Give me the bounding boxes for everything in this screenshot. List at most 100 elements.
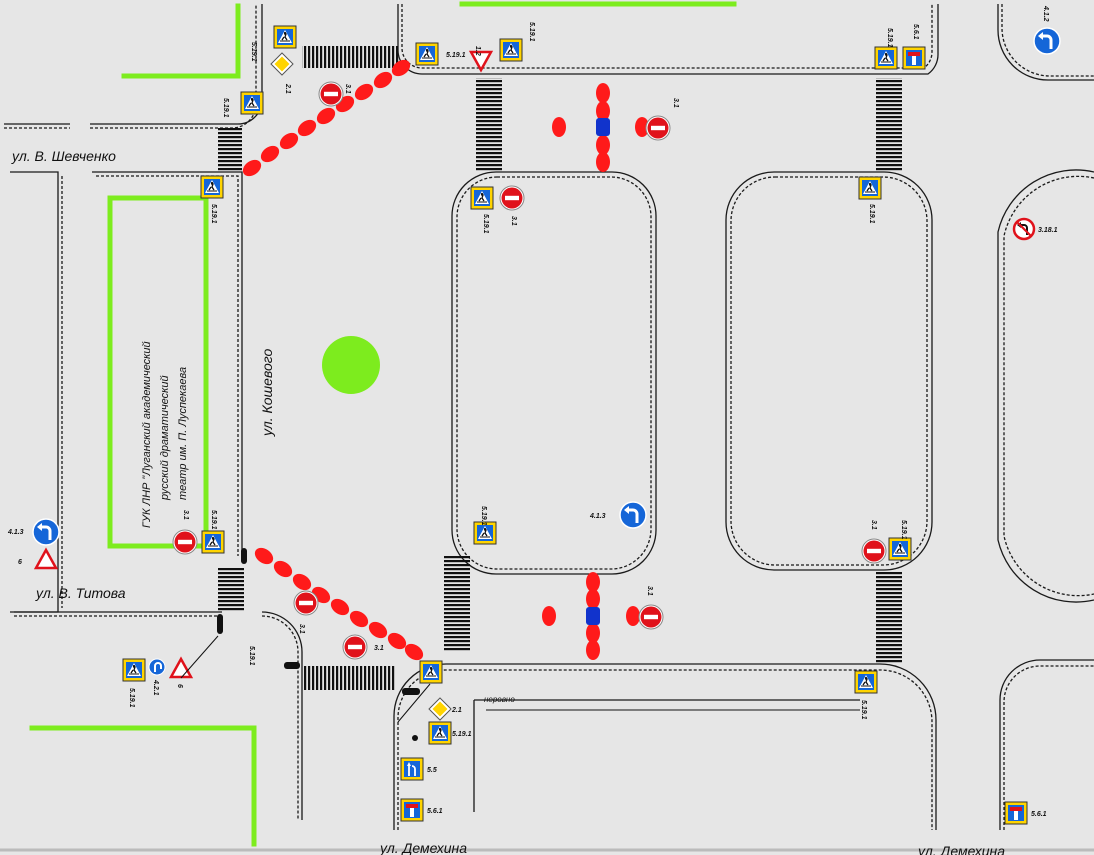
code-label: 5.19.1 [128,688,135,708]
crossing-top-right [876,78,902,172]
no-entry-sign-4 [172,529,198,555]
no-entry-sign-7 [342,634,368,660]
code-label: 3.1 [344,84,351,94]
pedestrian-crossing-sign-15 [428,721,452,745]
pedestrian-crossing-sign-13 [419,660,443,684]
dead-end-sign-1 [902,46,926,70]
sign-supports [180,635,860,723]
street-label-titova: ул. В. Титова [35,585,126,601]
code-label: 3.1 [646,586,653,596]
code-label: 5.19.1 [452,731,472,738]
street-label-demekhina-right: ул. Демехина [917,843,1005,855]
red-barriers [242,59,649,661]
theatre-label: ГУК ЛНР "Луганский академический русский… [141,341,189,528]
green-zone-top-left [121,3,241,79]
pedestrian-crossing-sign-11 [888,537,912,561]
dead-end-sign-2 [400,798,424,822]
theatre-label-line-2: русский драматический [159,375,171,501]
code-label: 5.19.1 [222,98,229,118]
code-label: 2.1 [284,83,291,94]
turn-left-sign-1 [1032,26,1062,56]
pedestrian-crossing-sign-14 [854,670,878,694]
green-zone-bottom-left [29,725,257,847]
code-label: 5.6.1 [1031,811,1047,818]
crossing-bottom-left [302,666,396,690]
no-entry-sign-5 [861,538,887,564]
code-label: 1.2 [474,46,481,56]
code-label: 5.19.1 [250,42,257,62]
sign-code-labels: 5.19.1 2.1 3.1 5.19.1 5.19.1 1.2 5.19.1 … [7,5,1058,818]
code-label: 5.19.1 [886,28,893,48]
code-label: 3.18.1 [1038,227,1058,234]
theatre-label-line-1: ГУК ЛНР "Луганский академический [141,341,153,528]
street-label-koshevogo: ул. Кошевого [259,349,275,437]
barrier-vertical-bottom [542,572,640,660]
pedestrian-crossing-sign-2 [240,91,264,115]
crossing-bottom-middle [444,556,470,652]
lane-direction-sign [400,757,424,781]
code-label: 3.1 [182,510,189,520]
code-label: 6 [176,684,183,688]
code-label: 5.19.1 [210,510,217,530]
bollards [217,548,420,695]
crossing-shevchenko [218,128,242,172]
barrier-diagonal-top [242,59,411,177]
event-marker-green-dot [322,336,380,394]
crossing-titova [218,568,244,612]
pedestrian-crossing-sign-7 [470,186,494,210]
code-label: 5.19.1 [480,506,487,526]
sign-pole-marker [412,735,418,741]
code-label: 5.19.1 [860,700,867,720]
pedestrian-crossings [218,46,902,690]
code-label: 5.19.1 [210,204,217,224]
dead-end-sign-3 [1004,801,1028,825]
blue-post-bottom [586,607,600,625]
pedestrian-crossing-sign-4 [499,38,523,62]
code-label: 2.1 [451,707,462,714]
code-label: 3.1 [298,624,305,634]
street-label-demekhina: ул. Демехина [379,840,467,855]
no-entry-sign-2 [645,115,671,141]
code-label: 5.19.1 [900,520,907,540]
pedestrian-crossing-sign-6 [200,175,224,199]
code-label: 5.19.1 [482,214,489,234]
code-label: 6 [18,559,22,566]
turn-left-sign-2 [618,500,648,530]
no-entry-sign-3 [499,185,525,211]
no-entry-sign-8 [638,604,664,630]
code-label: 5.19.1 [528,22,535,42]
code-label: 5.19.1 [446,52,466,59]
crossing-top-middle [476,78,502,172]
pedestrian-crossing-sign-12 [122,658,146,682]
theatre-label-line-3: театр им. П. Луспекаева [177,367,189,500]
code-label: 3.1 [510,216,517,226]
driveway-note: неровно [484,695,515,704]
turn-left-sign-3 [31,517,61,547]
code-label: 5.19.1 [868,204,875,224]
no-left-turn-sign [1012,217,1036,241]
code-label: 4.1.3 [7,529,24,536]
code-label: 5.6.1 [427,808,443,815]
no-entry-sign-6 [293,590,319,616]
barrier-vertical-top [552,83,649,172]
pedestrian-crossing-sign-8 [858,176,882,200]
barrier-diagonal-bottom [254,547,424,661]
code-label: 4.1.2 [1042,5,1049,22]
u-turn-sign-1 [148,658,166,676]
code-label: 4.1.3 [589,513,606,520]
green-zones [29,1,737,847]
pedestrian-crossing-sign-1 [273,25,297,49]
code-label: 5.6.1 [912,24,919,40]
no-entry-sign-1 [318,81,344,107]
code-label: 3.1 [374,645,384,652]
pedestrian-crossing-sign-10 [201,530,225,554]
street-label-shevchenko: ул. В. Шевченко [11,148,116,164]
code-label: 3.1 [870,520,877,530]
green-zone-theatre [107,195,209,549]
pedestrian-crossing-sign-3 [415,42,439,66]
crossing-top-left [302,46,400,68]
code-label: 5.19.1 [248,646,255,666]
crossing-bottom-right [876,572,902,664]
